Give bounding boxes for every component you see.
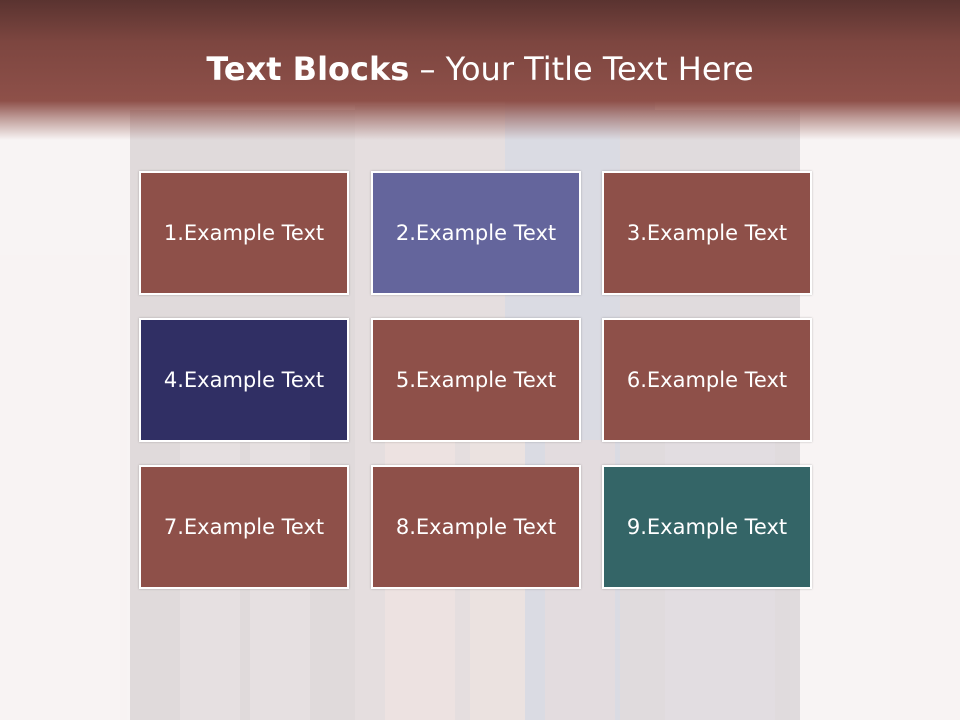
text-block-3[interactable]: 3.Example Text xyxy=(602,171,812,295)
title-banner xyxy=(0,0,960,140)
text-block-8[interactable]: 8.Example Text xyxy=(371,465,581,589)
text-block-grid: 1.Example Text 2.Example Text 3.Example … xyxy=(139,171,813,591)
title-dash: – xyxy=(419,50,436,88)
text-block-7[interactable]: 7.Example Text xyxy=(139,465,349,589)
text-block-2[interactable]: 2.Example Text xyxy=(371,171,581,295)
slide-title[interactable]: Text Blocks – Your Title Text Here xyxy=(0,50,960,88)
text-block-1[interactable]: 1.Example Text xyxy=(139,171,349,295)
title-bold-part: Text Blocks xyxy=(206,50,410,88)
text-block-9[interactable]: 9.Example Text xyxy=(602,465,812,589)
text-block-5[interactable]: 5.Example Text xyxy=(371,318,581,442)
text-block-6[interactable]: 6.Example Text xyxy=(602,318,812,442)
text-block-4[interactable]: 4.Example Text xyxy=(139,318,349,442)
title-rest: Your Title Text Here xyxy=(445,50,754,88)
